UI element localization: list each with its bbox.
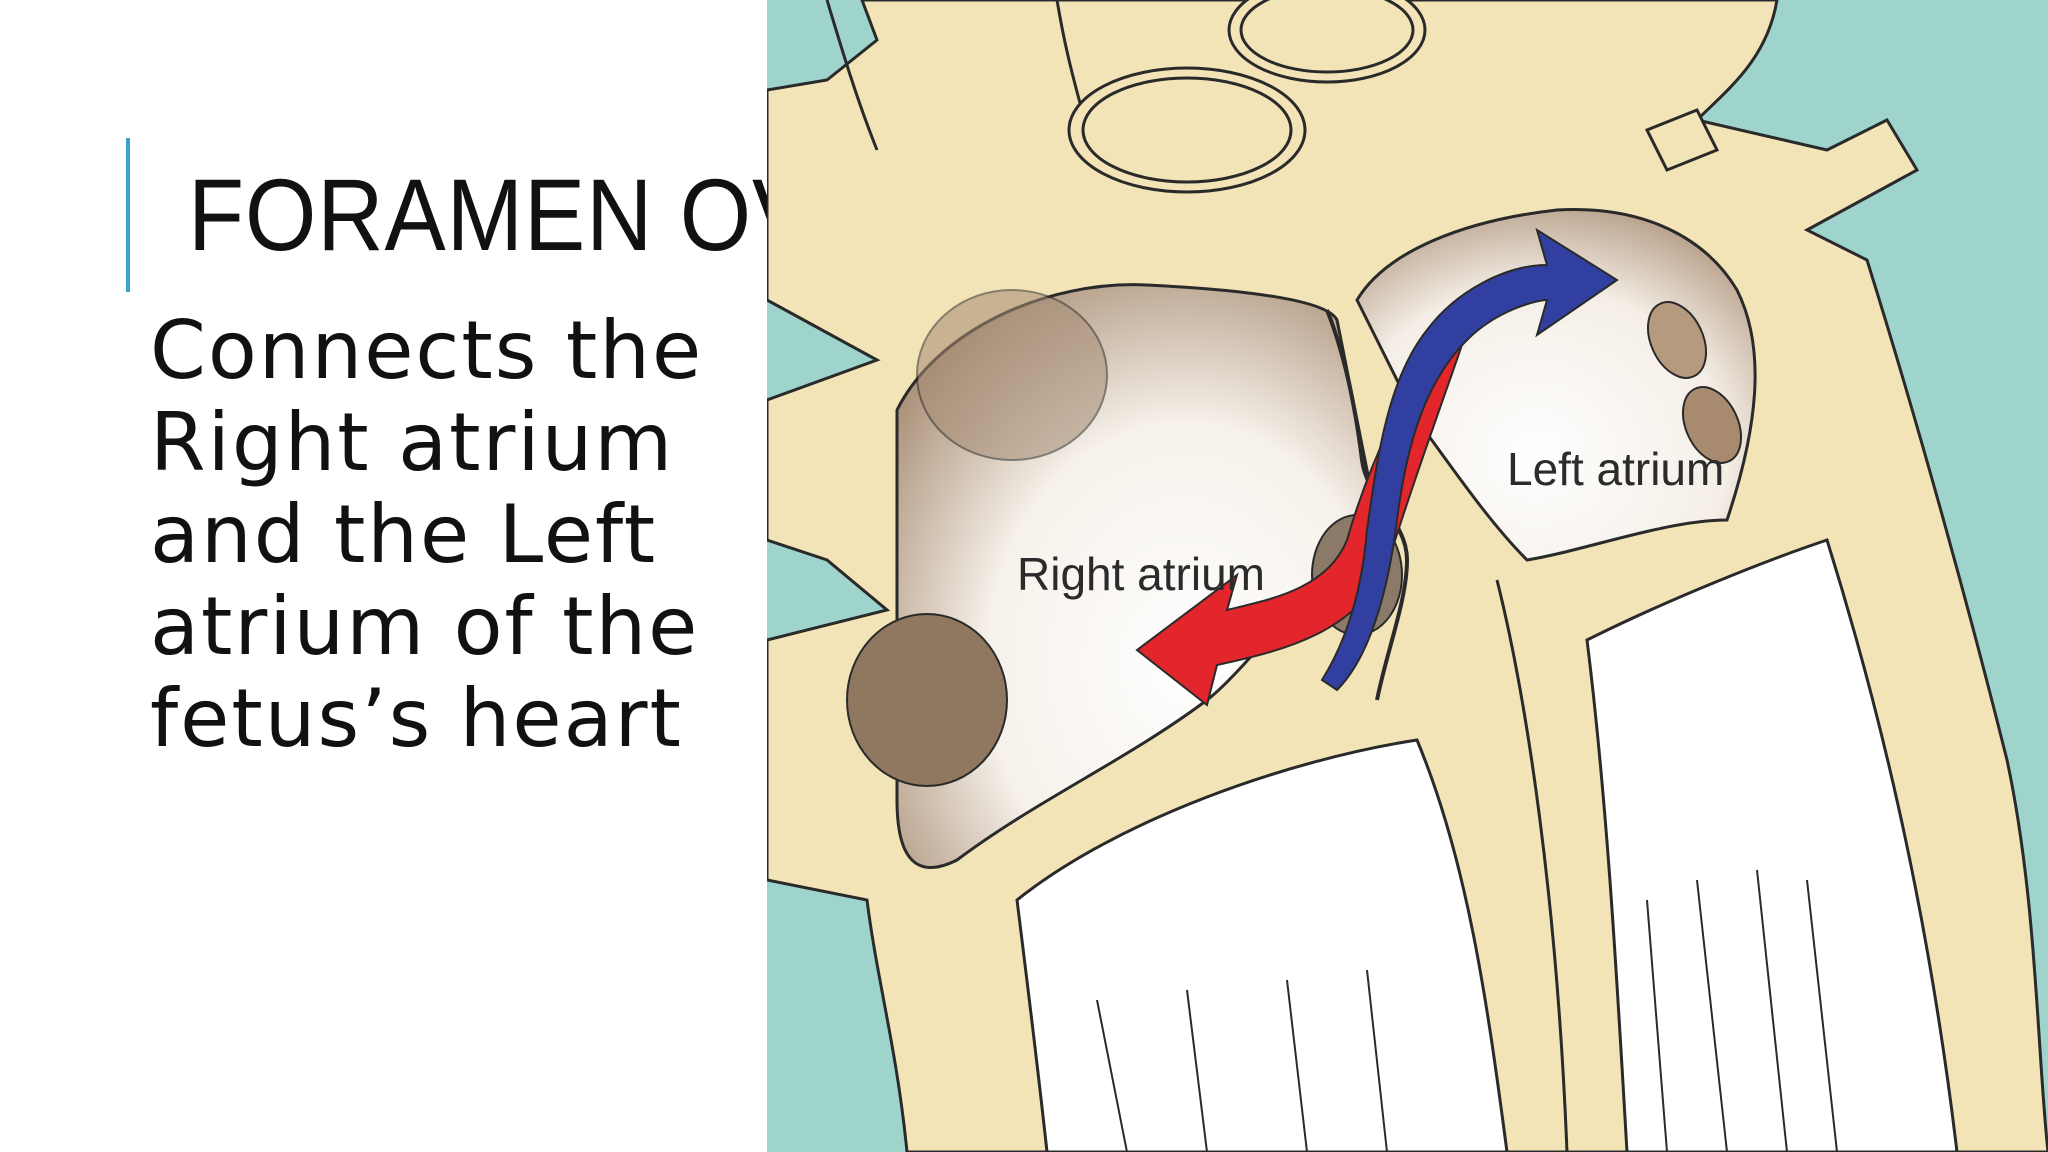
- vessel-ring-left-inner: [1081, 76, 1293, 184]
- interventricular-septum: [1495, 579, 1569, 1152]
- left-ventricle: [1585, 538, 1959, 1152]
- slide-body: Connects the Right atrium and the Left a…: [150, 305, 750, 765]
- body-line: and the Left: [150, 488, 658, 581]
- pulmonary-vein-opening-1: [1646, 301, 1708, 379]
- vessel-ring-right-inner: [1239, 0, 1415, 74]
- vessel-branch: [1644, 108, 1720, 172]
- heart-diagram-svg: Right atrium Left atrium: [767, 0, 2048, 1152]
- pulmonary-vein-opening-2: [1681, 386, 1743, 464]
- body-line: atrium of the: [150, 580, 700, 673]
- right-atrium-label: Right atrium: [1017, 548, 1265, 600]
- chordae-left: [1646, 869, 1838, 1152]
- aorta-outline: [825, 0, 879, 151]
- vessel-ring-left: [1067, 66, 1307, 194]
- heart-illustration: Right atrium Left atrium: [767, 0, 2048, 1152]
- vessel-opening-right-top: [916, 289, 1108, 461]
- title-accent-bar: [126, 138, 130, 292]
- red-flow-arrow: [1135, 323, 1469, 707]
- right-ventricle: [1015, 738, 1509, 1152]
- chordae-right: [1096, 969, 1388, 1152]
- vessel-opening-right-bottom: [846, 613, 1008, 787]
- vessel-ring-right: [1227, 0, 1427, 84]
- left-atrium-label: Left atrium: [1507, 443, 1724, 495]
- body-line: fetus’s heart: [150, 672, 683, 765]
- blue-flow-arrow: [1320, 227, 1619, 692]
- body-line: Connects the: [150, 304, 704, 397]
- body-line: Right atrium: [150, 396, 675, 489]
